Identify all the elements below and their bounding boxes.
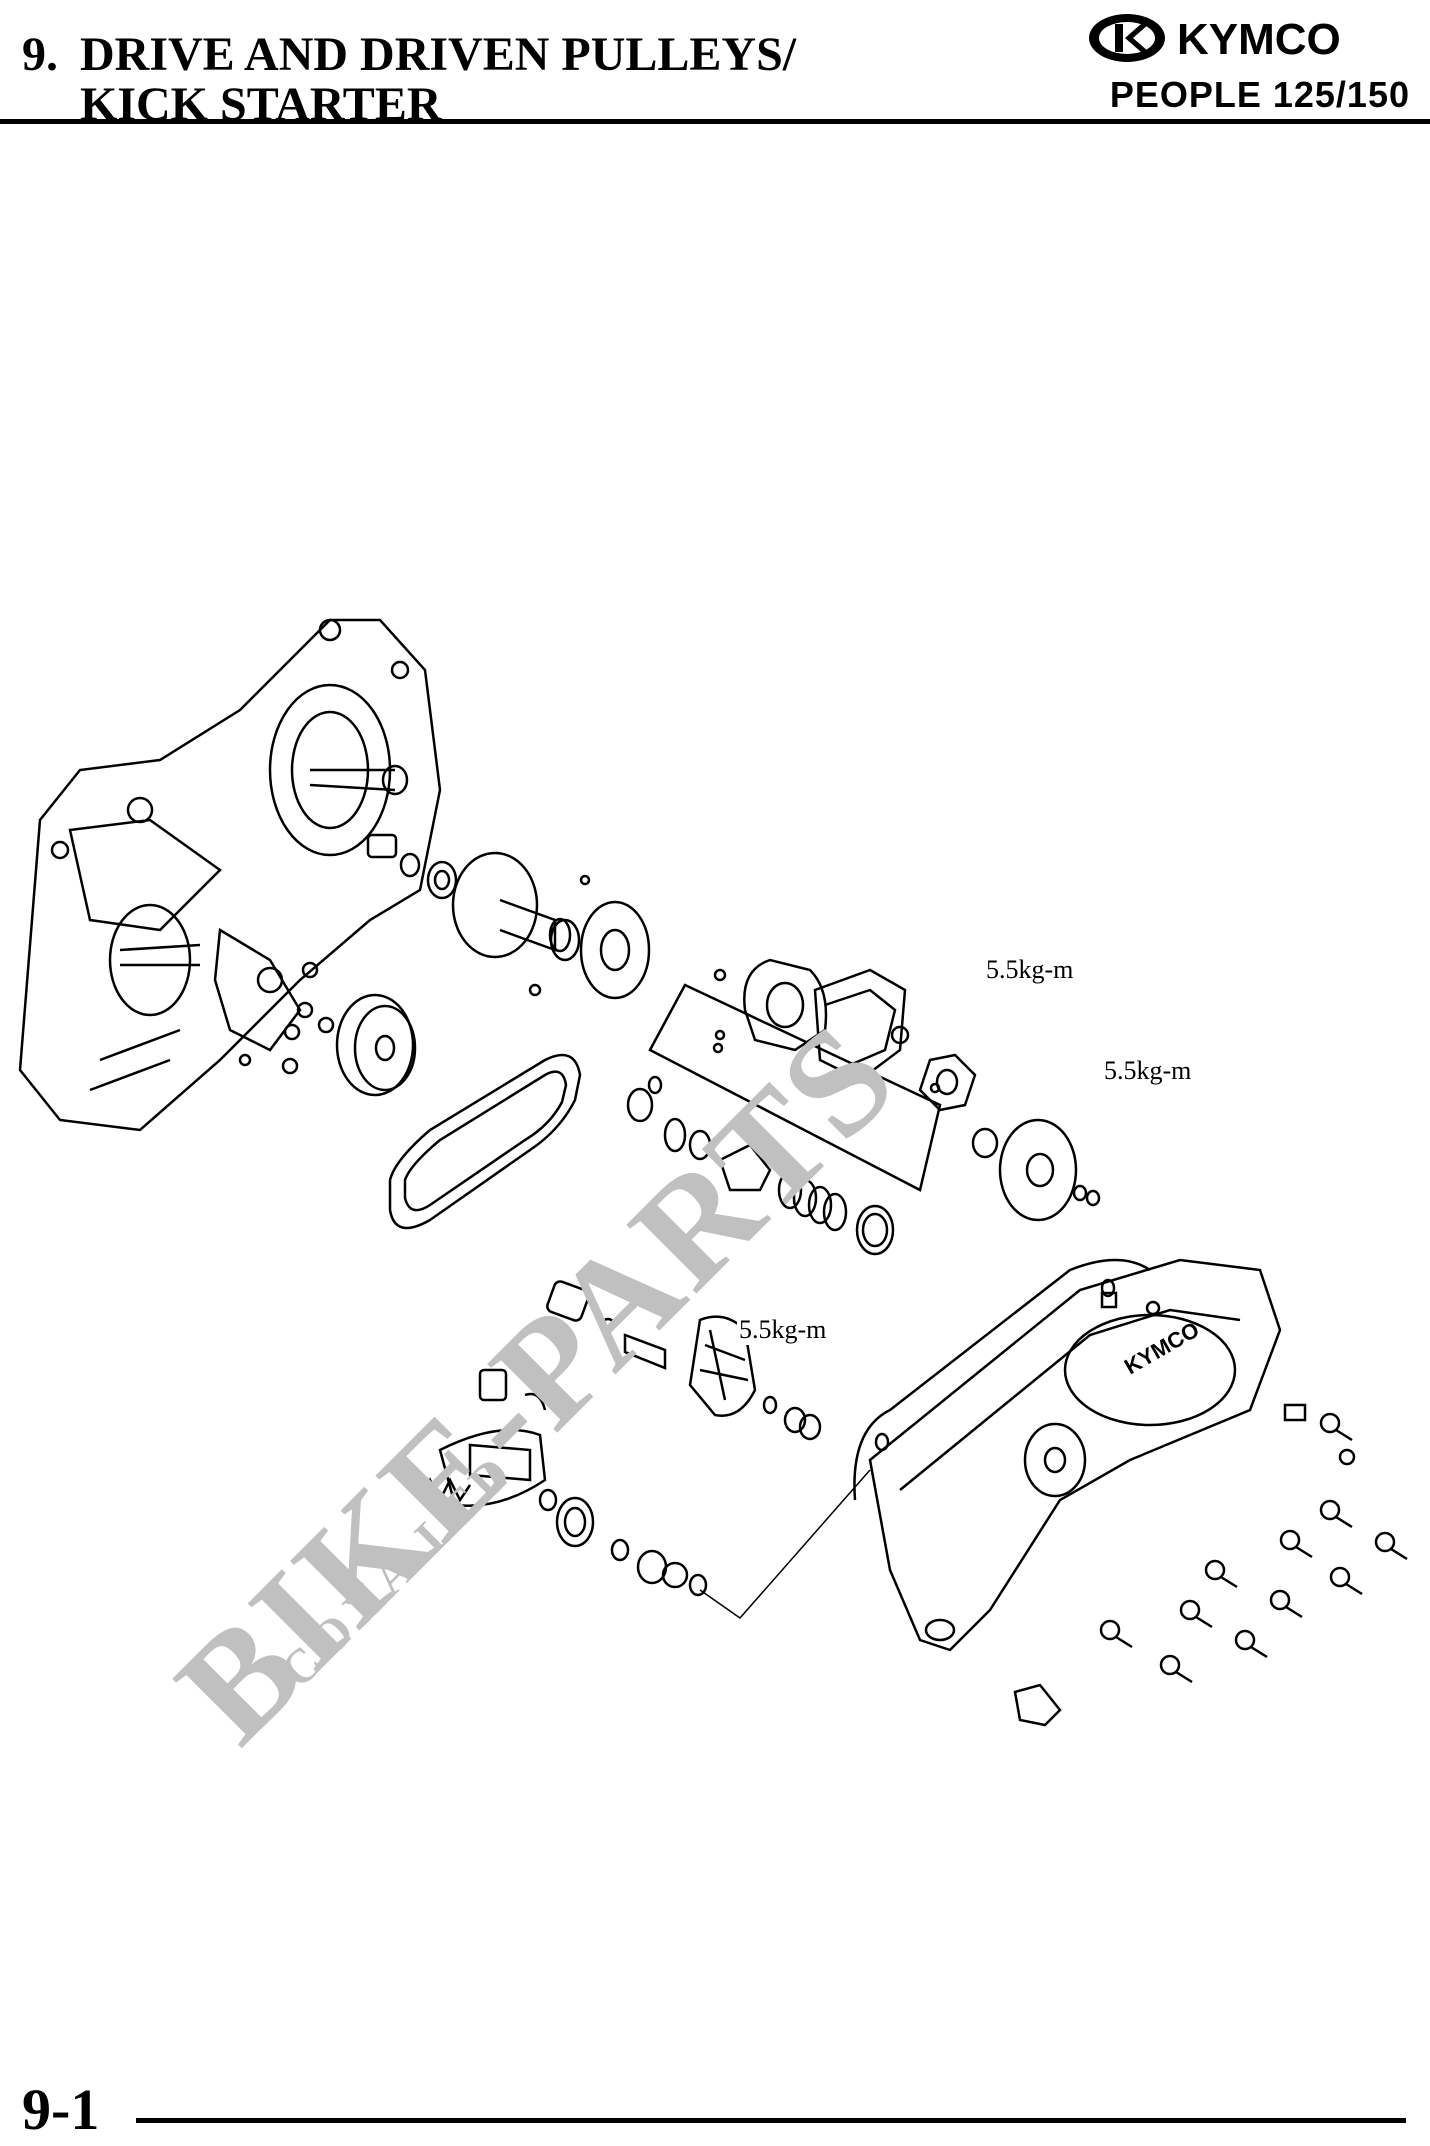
kymco-logo: KYMCO (1089, 14, 1341, 64)
driven-pulley-fan (546, 1280, 822, 1441)
page-title: 9.DRIVE AND DRIVEN PULLEYS/ KICK STARTER (22, 30, 796, 130)
watermark-text: BIKE-PARTS (146, 991, 928, 1773)
model-name: PEOPLE 125/150 (1109, 74, 1410, 115)
torque-label-clutch-nut: 5.5kg-m (1102, 1056, 1194, 1086)
drive-belt (388, 1053, 582, 1230)
crankcase-illustration (18, 618, 442, 1132)
ramp-plate (213, 927, 335, 1075)
header-divider (0, 119, 1430, 124)
footer-divider (136, 2118, 1406, 2123)
clutch-assembly (626, 958, 1101, 1256)
drive-pulley (335, 993, 417, 1097)
torque-label-clutch-cover: 5.5kg-m (984, 955, 1076, 985)
section-number: 9. (22, 28, 58, 81)
torque-label-drive-face-nut: 5.5kg-m (737, 1315, 829, 1345)
cover-logo-text: KYMCO (1120, 1317, 1203, 1380)
kick-starter-assembly (418, 1368, 708, 1597)
cover-bolts (1013, 1291, 1408, 1727)
crankcase-cover (853, 1258, 1282, 1652)
drive-face-assembly (366, 833, 651, 1000)
title-line-1: DRIVE AND DRIVEN PULLEYS/ (80, 28, 797, 81)
page-number: 9-1 (22, 2077, 100, 2142)
exploded-parts-diagram: BIKE-PARTS COXA LTD KYMCO (18, 618, 1408, 1773)
brand-name: KYMCO (1177, 15, 1341, 64)
